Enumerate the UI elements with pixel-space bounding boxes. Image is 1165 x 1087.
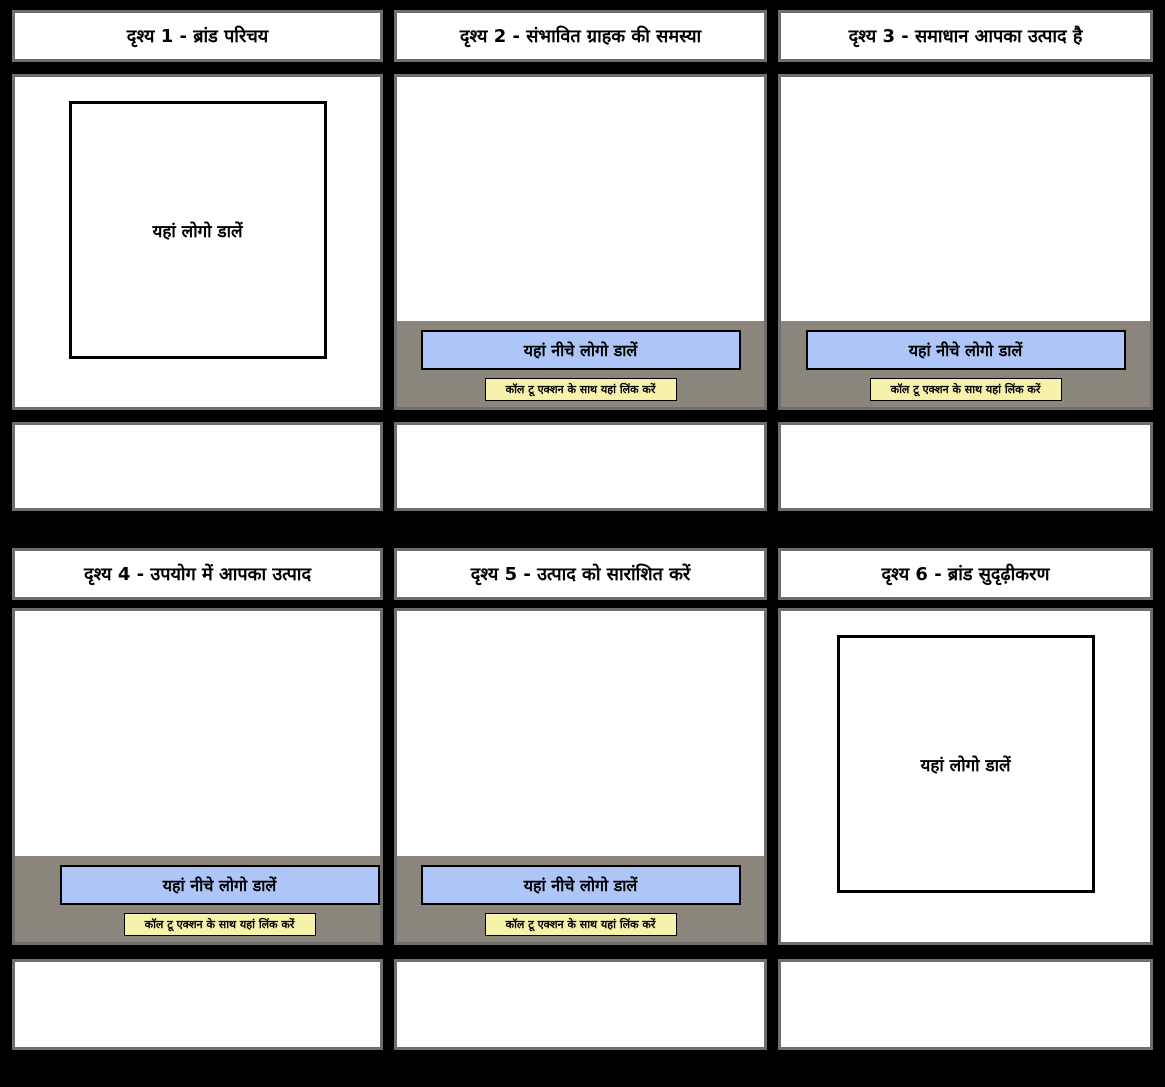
scene-4-logo-below-label: यहां नीचे लोगो डालें bbox=[162, 876, 277, 895]
storyboard-grid: दृश्य 1 - ब्रांड परिचय दृश्य 2 - संभावित… bbox=[12, 10, 1153, 1050]
scene-2-logo-below-button[interactable]: यहां नीचे लोगो डालें bbox=[420, 330, 741, 370]
scene-4-title-bar[interactable]: दृश्य 4 - उपयोग में आपका उत्पाद bbox=[12, 548, 383, 600]
scene-2-footer-bar: यहां नीचे लोगो डालें कॉल टू एक्शन के साथ… bbox=[397, 321, 764, 407]
scene-3-title-bar[interactable]: दृश्य 3 - समाधान आपका उत्पाद है bbox=[778, 10, 1153, 62]
scene-1-canvas[interactable]: यहां लोगो डालें bbox=[15, 77, 380, 407]
scene-4-footer-bar: यहां नीचे लोगो डालें कॉल टू एक्शन के साथ… bbox=[15, 856, 380, 942]
scene-3-logo-below-button[interactable]: यहां नीचे लोगो डालें bbox=[805, 330, 1126, 370]
scene-4-canvas[interactable] bbox=[15, 611, 380, 856]
scene-5-description-box[interactable] bbox=[394, 959, 767, 1050]
scene-3-footer-bar: यहां नीचे लोगो डालें कॉल टू एक्शन के साथ… bbox=[781, 321, 1150, 407]
scene-4-description-box[interactable] bbox=[12, 959, 383, 1050]
scene-1-title-text: दृश्य 1 - ब्रांड परिचय bbox=[126, 26, 269, 47]
scene-1-description-box[interactable] bbox=[12, 422, 383, 511]
scene-6-frame[interactable]: यहां लोगो डालें bbox=[778, 608, 1153, 945]
scene-2-description-box[interactable] bbox=[394, 422, 767, 511]
scene-5-footer-bar: यहां नीचे लोगो डालें कॉल टू एक्शन के साथ… bbox=[397, 856, 764, 942]
scene-4-cta-link-label: कॉल टू एक्शन के साथ यहां लिंक करें bbox=[144, 918, 295, 931]
scene-5-logo-below-button[interactable]: यहां नीचे लोगो डालें bbox=[420, 865, 741, 905]
scene-1-frame[interactable]: यहां लोगो डालें bbox=[12, 74, 383, 410]
scene-2-canvas[interactable] bbox=[397, 77, 764, 321]
scene-3-description-box[interactable] bbox=[778, 422, 1153, 511]
scene-1-logo-placeholder-box[interactable]: यहां लोगो डालें bbox=[68, 101, 327, 359]
scene-2-title-text: दृश्य 2 - संभावित ग्राहक की समस्या bbox=[459, 26, 702, 47]
scene-6-logo-placeholder-box[interactable]: यहां लोगो डालें bbox=[836, 635, 1095, 893]
scene-4-cta-link-button[interactable]: कॉल टू एक्शन के साथ यहां लिंक करें bbox=[123, 913, 316, 936]
scene-4-frame[interactable]: यहां नीचे लोगो डालें कॉल टू एक्शन के साथ… bbox=[12, 608, 383, 945]
scene-3-frame[interactable]: यहां नीचे लोगो डालें कॉल टू एक्शन के साथ… bbox=[778, 74, 1153, 410]
scene-3-logo-below-label: यहां नीचे लोगो डालें bbox=[908, 341, 1023, 360]
scene-3-cta-link-label: कॉल टू एक्शन के साथ यहां लिंक करें bbox=[890, 383, 1041, 396]
scene-1-logo-placeholder-text: यहां लोगो डालें bbox=[152, 221, 243, 242]
scene-2-logo-below-label: यहां नीचे लोगो डालें bbox=[523, 341, 638, 360]
scene-6-description-box[interactable] bbox=[778, 959, 1153, 1050]
scene-6-canvas[interactable]: यहां लोगो डालें bbox=[781, 611, 1150, 942]
scene-2-cta-link-label: कॉल टू एक्शन के साथ यहां लिंक करें bbox=[505, 383, 656, 396]
scene-6-title-text: दृश्य 6 - ब्रांड सुदृढ़ीकरण bbox=[881, 564, 1050, 585]
scene-3-title-text: दृश्य 3 - समाधान आपका उत्पाद है bbox=[848, 26, 1083, 47]
scene-3-cta-link-button[interactable]: कॉल टू एक्शन के साथ यहां लिंक करें bbox=[869, 378, 1062, 401]
scene-2-frame[interactable]: यहां नीचे लोगो डालें कॉल टू एक्शन के साथ… bbox=[394, 74, 767, 410]
scene-3-canvas[interactable] bbox=[781, 77, 1150, 321]
scene-2-title-bar[interactable]: दृश्य 2 - संभावित ग्राहक की समस्या bbox=[394, 10, 767, 62]
scene-5-title-bar[interactable]: दृश्य 5 - उत्पाद को सारांशित करें bbox=[394, 548, 767, 600]
scene-5-cta-link-button[interactable]: कॉल टू एक्शन के साथ यहां लिंक करें bbox=[484, 913, 677, 936]
scene-5-logo-below-label: यहां नीचे लोगो डालें bbox=[523, 876, 638, 895]
scene-5-title-text: दृश्य 5 - उत्पाद को सारांशित करें bbox=[470, 564, 691, 585]
scene-6-logo-placeholder-text: यहां लोगो डालें bbox=[920, 755, 1011, 776]
scene-4-title-text: दृश्य 4 - उपयोग में आपका उत्पाद bbox=[83, 564, 312, 585]
scene-5-frame[interactable]: यहां नीचे लोगो डालें कॉल टू एक्शन के साथ… bbox=[394, 608, 767, 945]
scene-4-logo-below-button[interactable]: यहां नीचे लोगो डालें bbox=[59, 865, 380, 905]
scene-5-cta-link-label: कॉल टू एक्शन के साथ यहां लिंक करें bbox=[505, 918, 656, 931]
scene-6-title-bar[interactable]: दृश्य 6 - ब्रांड सुदृढ़ीकरण bbox=[778, 548, 1153, 600]
scene-2-cta-link-button[interactable]: कॉल टू एक्शन के साथ यहां लिंक करें bbox=[484, 378, 677, 401]
scene-5-canvas[interactable] bbox=[397, 611, 764, 856]
scene-1-title-bar[interactable]: दृश्य 1 - ब्रांड परिचय bbox=[12, 10, 383, 62]
